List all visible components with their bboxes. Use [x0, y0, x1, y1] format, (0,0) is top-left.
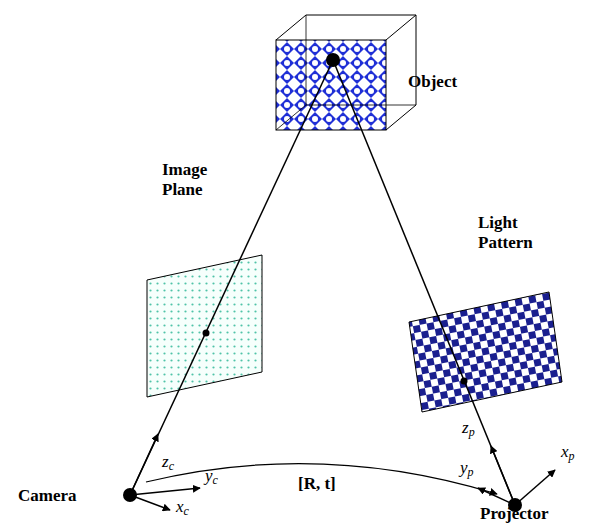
axis-arrow: [130, 434, 158, 495]
axis-arrow: [130, 488, 200, 495]
pattern-label: Light Pattern: [478, 213, 553, 252]
camera-label: Camera: [18, 486, 77, 506]
transform-arrow: [146, 464, 497, 494]
image-plane: [147, 255, 262, 397]
axis-label: yp: [460, 458, 474, 480]
transform-label: [R, t]: [298, 474, 336, 494]
axis-arrow: [515, 470, 555, 505]
object-label: Object: [408, 72, 457, 92]
projector-ray: [333, 60, 515, 505]
axis-label: zp: [462, 418, 475, 440]
axis-label: xc: [176, 497, 189, 519]
object-cube: [276, 15, 416, 130]
plane-label: Image Plane: [162, 160, 232, 199]
pattern-point: [461, 378, 468, 385]
object-point: [326, 53, 340, 67]
axis-label: yc: [205, 466, 218, 488]
axis-label: xp: [561, 442, 575, 464]
projector-label: Projector: [480, 504, 549, 524]
light-pattern: [409, 292, 562, 412]
axis-label: zc: [162, 452, 174, 474]
camera-ray: [130, 60, 333, 495]
image-point: [203, 330, 210, 337]
camera-center: [123, 488, 137, 502]
